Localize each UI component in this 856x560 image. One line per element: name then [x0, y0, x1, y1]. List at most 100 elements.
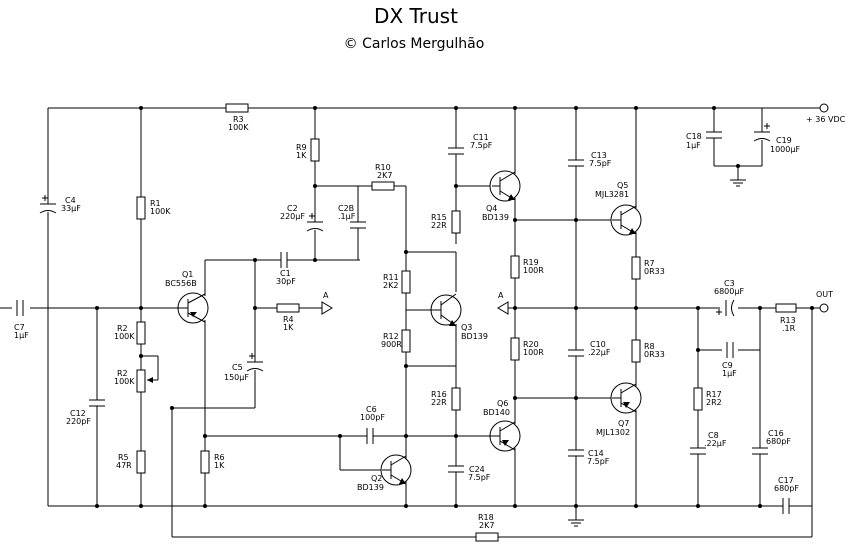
junctions: [95, 106, 814, 508]
r15-name: R15: [431, 213, 447, 222]
resistor-r9: [310, 138, 320, 162]
resistor-r16: [451, 387, 461, 411]
author-credit: © Carlos Mergulhão: [344, 36, 485, 52]
transistor-q3: [406, 293, 462, 327]
r8-value: 0R33: [644, 350, 665, 359]
r3-name: R3: [233, 115, 244, 124]
polarity-plus-icons: [42, 123, 770, 359]
r5-value: 47R: [116, 461, 132, 470]
connector-a-right-label: A: [498, 291, 504, 300]
c17-value: 680pF: [774, 484, 799, 493]
r12-name: R12: [383, 332, 399, 341]
resistor-r4: [276, 303, 300, 313]
r18-value: 2K7: [479, 521, 494, 530]
capacitor-c24: [448, 465, 464, 473]
c2-value: 220µF: [280, 212, 305, 221]
r4-value: 1K: [283, 323, 294, 332]
r11-name: R11: [383, 273, 399, 282]
r10-value: 2K7: [377, 171, 392, 180]
r17-value: 2R2: [706, 398, 722, 407]
resistor-r13: [775, 303, 797, 313]
r6-value: 1K: [214, 461, 225, 470]
r1-name: R1: [150, 199, 161, 208]
q4-type: BD139: [482, 213, 509, 222]
resistor-r15: [451, 210, 461, 234]
resistor-r17: [693, 387, 703, 411]
capacitor-c3: [724, 299, 735, 317]
c6-value: 100pF: [360, 413, 385, 422]
transistor-q1: [177, 292, 209, 324]
q7-type: MJL1302: [596, 428, 630, 437]
capacitor-c4: [39, 203, 57, 214]
r16-value: 22R: [431, 398, 447, 407]
resistor-r18: [475, 532, 499, 542]
resistor-r7: [631, 256, 641, 280]
labels: + 36 VDC OUT A A R1 100K R2 100K R2 100K…: [14, 115, 846, 530]
transistor-q2: [380, 454, 412, 486]
c24-name: C24: [469, 465, 485, 474]
r13-name: R13: [780, 316, 796, 325]
c2b-name: C2B: [338, 204, 354, 213]
r16-name: R16: [431, 390, 447, 399]
c16-name: C16: [768, 429, 784, 438]
c5-name: C5: [232, 363, 243, 372]
r5-name: R5: [118, 453, 129, 462]
r2a-value: 100K: [114, 332, 135, 341]
q6-name: Q6: [497, 399, 508, 408]
q5-type: MJL3281: [595, 190, 629, 199]
r8-name: R8: [644, 342, 655, 351]
resistor-r2b: [136, 369, 146, 393]
c18-name: C18: [686, 132, 702, 141]
c24-value: 7.5pF: [468, 473, 491, 482]
capacitor-c2b: [350, 221, 366, 229]
c13-value: 7.5pF: [589, 159, 612, 168]
r4-name: R4: [283, 315, 294, 324]
q2-type: BD139: [357, 483, 384, 492]
r20-value: 100R: [523, 348, 544, 357]
r17-name: R17: [706, 390, 722, 399]
transistor-q5: [610, 204, 642, 236]
r7-value: 0R33: [644, 267, 665, 276]
capacitor-c18: [706, 131, 722, 139]
out-label: OUT: [816, 290, 833, 299]
resistor-r8: [631, 339, 641, 363]
r12-value: 900R: [381, 340, 402, 349]
r15-value: 22R: [431, 221, 447, 230]
transistor-q4: [489, 170, 521, 202]
c16-value: 680pF: [766, 437, 791, 446]
transistor-q7: [610, 382, 642, 414]
page-title: DX Trust: [374, 4, 458, 28]
c8-value: .22µF: [704, 439, 727, 448]
r2b-name: R2: [117, 369, 128, 378]
capacitor-c7: [16, 300, 24, 316]
resistor-r12: [401, 329, 411, 353]
r7-name: R7: [644, 259, 655, 268]
resistor-r6: [200, 450, 210, 474]
c18-value: 1µF: [686, 141, 701, 150]
transistor-q6: [489, 420, 521, 452]
c12-name: C12: [70, 409, 86, 418]
q3-type: BD139: [461, 332, 488, 341]
c1-value: 30pF: [276, 277, 296, 286]
c19-value: 1000µF: [770, 145, 800, 154]
connector-a-left-arrow-icon: [321, 301, 333, 315]
q3-name: Q3: [461, 323, 472, 332]
supply-terminal: [819, 103, 829, 113]
resistor-r2a: [136, 321, 146, 345]
c3-value: 6800µF: [714, 287, 744, 296]
q1-name: Q1: [182, 270, 193, 279]
capacitor-c2: [306, 221, 324, 232]
c17-name: C17: [778, 476, 794, 485]
c10-value: .22µF: [588, 348, 611, 357]
pot-wiper-arrow-icon: [147, 377, 153, 383]
capacitor-c8: [690, 447, 706, 455]
r6-name: R6: [214, 453, 225, 462]
c3-name: C3: [724, 279, 735, 288]
r3-value: 100K: [228, 123, 249, 132]
c4-name: C4: [65, 196, 76, 205]
ground-icon: [568, 519, 584, 527]
c14-value: 7.5pF: [587, 457, 610, 466]
supply-label: + 36 VDC: [806, 115, 846, 124]
q7-name: Q7: [618, 419, 629, 428]
